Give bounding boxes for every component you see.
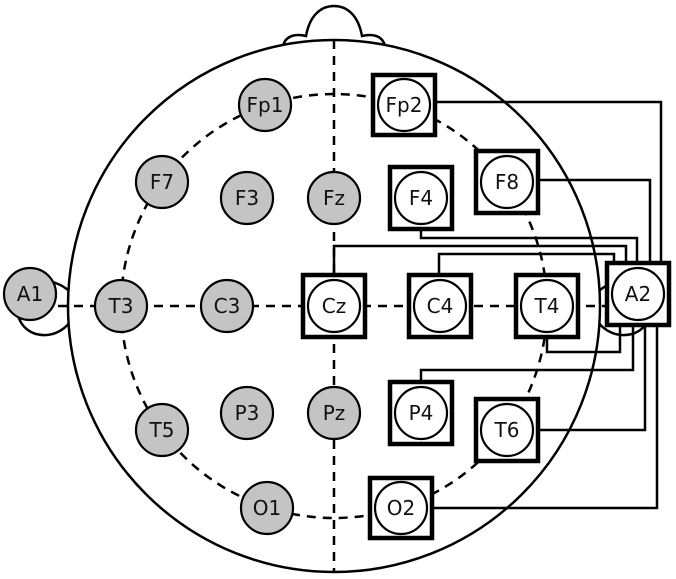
electrode-a1-circle — [2, 266, 58, 322]
wire-f8-a2 — [539, 178, 652, 262]
electrode-o2-label: O2 — [387, 496, 415, 520]
electrode-a1-label: A1 — [17, 282, 43, 306]
electrode-o2: O2 — [367, 475, 435, 541]
electrode-f3: F3 — [219, 170, 275, 226]
electrode-c3-label: C3 — [214, 294, 241, 318]
electrode-fp1: Fp1 — [237, 77, 293, 133]
electrode-p3-circle — [219, 385, 275, 441]
electrode-c3-circle — [199, 278, 255, 334]
wire-t4-a2 — [545, 326, 622, 354]
electrode-p3-label: P3 — [235, 401, 260, 425]
wire-cz-a2 — [332, 244, 628, 274]
electrode-pz: Pz — [306, 385, 362, 441]
electrode-t4: T4 — [513, 272, 581, 340]
connection-wires — [332, 100, 663, 510]
electrode-cz-label: Cz — [322, 294, 346, 318]
electrode-t3-circle — [93, 278, 149, 334]
wire-p4-a2 — [419, 326, 635, 382]
electrode-a1: A1 — [2, 266, 58, 322]
electrode-f4: F4 — [387, 164, 455, 232]
electrode-fp2-label: Fp2 — [386, 93, 423, 117]
electrode-a2: A2 — [604, 260, 672, 328]
electrode-o2-circle — [373, 480, 429, 536]
electrode-f7-label: F7 — [150, 170, 174, 194]
electrode-t4-circle — [519, 278, 575, 334]
electrode-t6-circle — [479, 402, 535, 458]
electrode-c4-label: C4 — [427, 294, 454, 318]
electrode-fz-circle — [306, 170, 362, 226]
wire-o2-a2 — [433, 326, 659, 510]
electrode-p4-circle — [393, 385, 449, 441]
wire-t6-a2 — [539, 326, 647, 432]
electrode-t6: T6 — [473, 396, 541, 464]
electrode-f8-label: F8 — [495, 170, 519, 194]
electrode-f8: F8 — [473, 148, 541, 216]
electrode-fp1-circle — [237, 77, 293, 133]
electrode-t3: T3 — [93, 278, 149, 334]
electrode-f8-circle — [479, 154, 535, 210]
electrode-fp2-circle — [376, 77, 432, 133]
electrode-fz: Fz — [306, 170, 362, 226]
electrode-pz-label: Pz — [323, 401, 346, 425]
electrode-t5-label: T5 — [149, 418, 175, 442]
electrode-cz: Cz — [300, 272, 368, 340]
electrode-t5: T5 — [134, 402, 190, 458]
electrode-c3: C3 — [199, 278, 255, 334]
electrode-fz-label: Fz — [323, 186, 345, 210]
electrode-o1-circle — [239, 480, 295, 536]
electrode-pz-circle — [306, 385, 362, 441]
electrode-fp2: Fp2 — [370, 72, 438, 138]
wire-fp2-a2 — [436, 100, 663, 262]
electrode-a2-circle — [610, 266, 666, 322]
electrode-f4-label: F4 — [409, 186, 433, 210]
electrode-c4-circle — [412, 278, 468, 334]
electrode-t6-label: T6 — [494, 418, 520, 442]
electrode-p4-label: P4 — [409, 401, 434, 425]
electrode-t4-label: T4 — [534, 294, 560, 318]
electrode-f7: F7 — [134, 154, 190, 210]
electrode-f3-label: F3 — [235, 186, 259, 210]
electrode-p4: P4 — [387, 379, 455, 447]
electrode-a2-label: A2 — [625, 282, 651, 306]
electrode-t5-circle — [134, 402, 190, 458]
wire-f4-a2 — [419, 230, 639, 262]
wire-c4-a2 — [437, 252, 616, 274]
electrode-f3-circle — [219, 170, 275, 226]
electrode-f4-circle — [393, 170, 449, 226]
electrode-f7-circle — [134, 154, 190, 210]
electrode-fp1-label: Fp1 — [247, 93, 284, 117]
electrode-o1-label: O1 — [253, 496, 281, 520]
electrode-p3: P3 — [219, 385, 275, 441]
electrode-c4: C4 — [406, 272, 474, 340]
electrode-o1: O1 — [239, 480, 295, 536]
electrode-t3-label: T3 — [108, 294, 134, 318]
nose — [281, 4, 387, 47]
electrode-cz-circle — [306, 278, 362, 334]
